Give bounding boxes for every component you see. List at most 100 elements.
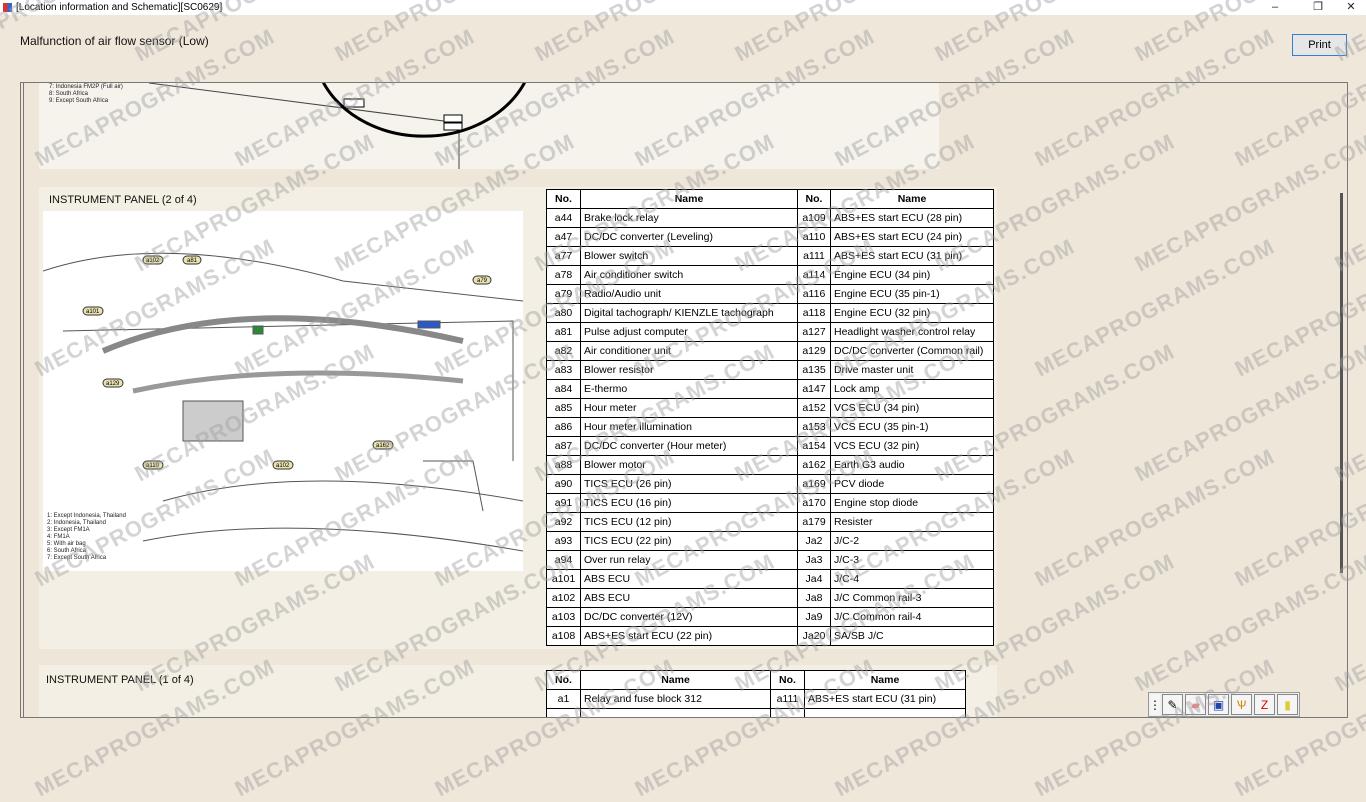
instrument-panel-2-section: INSTRUMENT PANEL (2 of 4) a102 a81 a101 …: [39, 187, 997, 649]
part-no: a179: [797, 512, 831, 532]
part-name: ABS+ES start ECU (22 pin): [580, 626, 798, 646]
folder-icon[interactable]: ▮: [1277, 694, 1298, 715]
column-header: No.: [770, 670, 805, 690]
part-no: a147: [797, 379, 831, 399]
part-name: PCV diode: [830, 474, 994, 494]
legend-item: 7: Indonesia FM2P (Full air): [49, 84, 123, 90]
column-header: Name: [580, 670, 771, 690]
part-no: a114: [797, 265, 831, 285]
part-name: Drive master unit: [830, 360, 994, 380]
part-name: DC/DC converter (12V): [580, 607, 798, 627]
part-name: Air conditioner switch: [580, 265, 798, 285]
legend-item: 4: FM1A: [47, 534, 70, 540]
part-name: ABS+ES start ECU (31 pin): [804, 689, 966, 709]
part-no: a110: [797, 227, 831, 247]
eraser-icon[interactable]: ▰: [1185, 694, 1206, 715]
part-name: Relay and fuse block 312: [580, 689, 771, 709]
part-no: Ja9: [797, 607, 831, 627]
part-no: a102: [546, 588, 581, 608]
part-no: a79: [546, 284, 581, 304]
part-name: J/C Common rail-4: [830, 607, 994, 627]
part-no: a111: [770, 689, 805, 709]
part-name: VCS ECU (32 pin): [830, 436, 994, 456]
vertical-scrollbar[interactable]: [1335, 83, 1347, 717]
column-header: Name: [580, 189, 798, 209]
part-no: a129: [797, 341, 831, 361]
legend-item: 2: Indonesia, Thailand: [47, 520, 106, 526]
grip-icon[interactable]: ⋮: [1149, 694, 1161, 715]
svg-text:a79: a79: [477, 278, 488, 284]
legend-item: 9: Except South Africa: [49, 98, 109, 104]
part-no: a87: [546, 436, 581, 456]
save-icon[interactable]: ▣: [1208, 694, 1229, 715]
window-title: [Location information and Schematic][SC0…: [16, 2, 223, 13]
part-name: Digital tachograph/ KIENZLE tachograph: [580, 303, 798, 323]
part-no: a90: [546, 474, 581, 494]
part-name: ABS+ES start ECU (28 pin): [830, 208, 994, 228]
part-name: TICS ECU (12 pin): [580, 512, 798, 532]
part-name: Pulse adjust computer: [580, 322, 798, 342]
legend-item: 3: Except FM1A: [47, 527, 90, 533]
part-name: J/C-2: [830, 531, 994, 551]
part-no: a82: [546, 341, 581, 361]
page-title: Malfunction of air flow sensor (Low): [20, 34, 209, 48]
part-name: Engine ECU (35 pin-1): [830, 284, 994, 304]
part-no: a153: [797, 417, 831, 437]
part-name: ABS ECU: [580, 588, 798, 608]
part-name: DC/DC converter (Common rail): [830, 341, 994, 361]
close-button[interactable]: ✕: [1346, 1, 1356, 13]
part-no: a84: [546, 379, 581, 399]
color-icon[interactable]: Ѱ: [1231, 694, 1252, 715]
svg-text:a102: a102: [276, 463, 290, 469]
pencil-icon[interactable]: ✎: [1162, 694, 1183, 715]
maximize-button[interactable]: ❐: [1313, 1, 1323, 13]
part-no: a81: [546, 322, 581, 342]
part-no: Ja4: [797, 569, 831, 589]
part-no: a127: [797, 322, 831, 342]
part-name: J/C-3: [830, 550, 994, 570]
part-no: a135: [797, 360, 831, 380]
minimize-button[interactable]: –: [1271, 1, 1279, 13]
print-button[interactable]: Print: [1292, 34, 1347, 56]
column-header: Name: [830, 189, 994, 209]
instrument-panel-1-section: INSTRUMENT PANEL (1 of 4) No. Name No. N…: [39, 665, 997, 717]
part-name: Headlight washer control relay: [830, 322, 994, 342]
part-no: a92: [546, 512, 581, 532]
svg-text:a102: a102: [146, 258, 160, 264]
part-name: TICS ECU (16 pin): [580, 493, 798, 513]
section-title: INSTRUMENT PANEL (2 of 4): [49, 194, 197, 206]
part-no: a103: [546, 607, 581, 627]
part-no: a162: [797, 455, 831, 475]
part-no: Ja2: [797, 531, 831, 551]
clear-icon[interactable]: Z: [1254, 694, 1275, 715]
scrollbar-thumb[interactable]: [1340, 193, 1343, 573]
document-viewer[interactable]: 7: Indonesia FM2P (Full air) 8: South Af…: [20, 82, 1348, 718]
part-name: J/C Common rail-3: [830, 588, 994, 608]
part-name: Lock amp: [830, 379, 994, 399]
svg-text:a129: a129: [106, 381, 120, 387]
part-name: Engine stop diode: [830, 493, 994, 513]
part-name: DC/DC converter (Leveling): [580, 227, 798, 247]
part-name: Blower switch: [580, 246, 798, 266]
part-name: ABS+ES start ECU (24 pin): [830, 227, 994, 247]
part-name: ABS+ES start ECU (31 pin): [830, 246, 994, 266]
part-name: Hour meter illumination: [580, 417, 798, 437]
parts-table: No. Name No. Name a1 Relay and fuse bloc…: [546, 670, 966, 717]
part-name: VCS ECU (34 pin): [830, 398, 994, 418]
part-name: VCS ECU (35 pin-1): [830, 417, 994, 437]
legend-item: 5: With air bag: [47, 541, 86, 547]
